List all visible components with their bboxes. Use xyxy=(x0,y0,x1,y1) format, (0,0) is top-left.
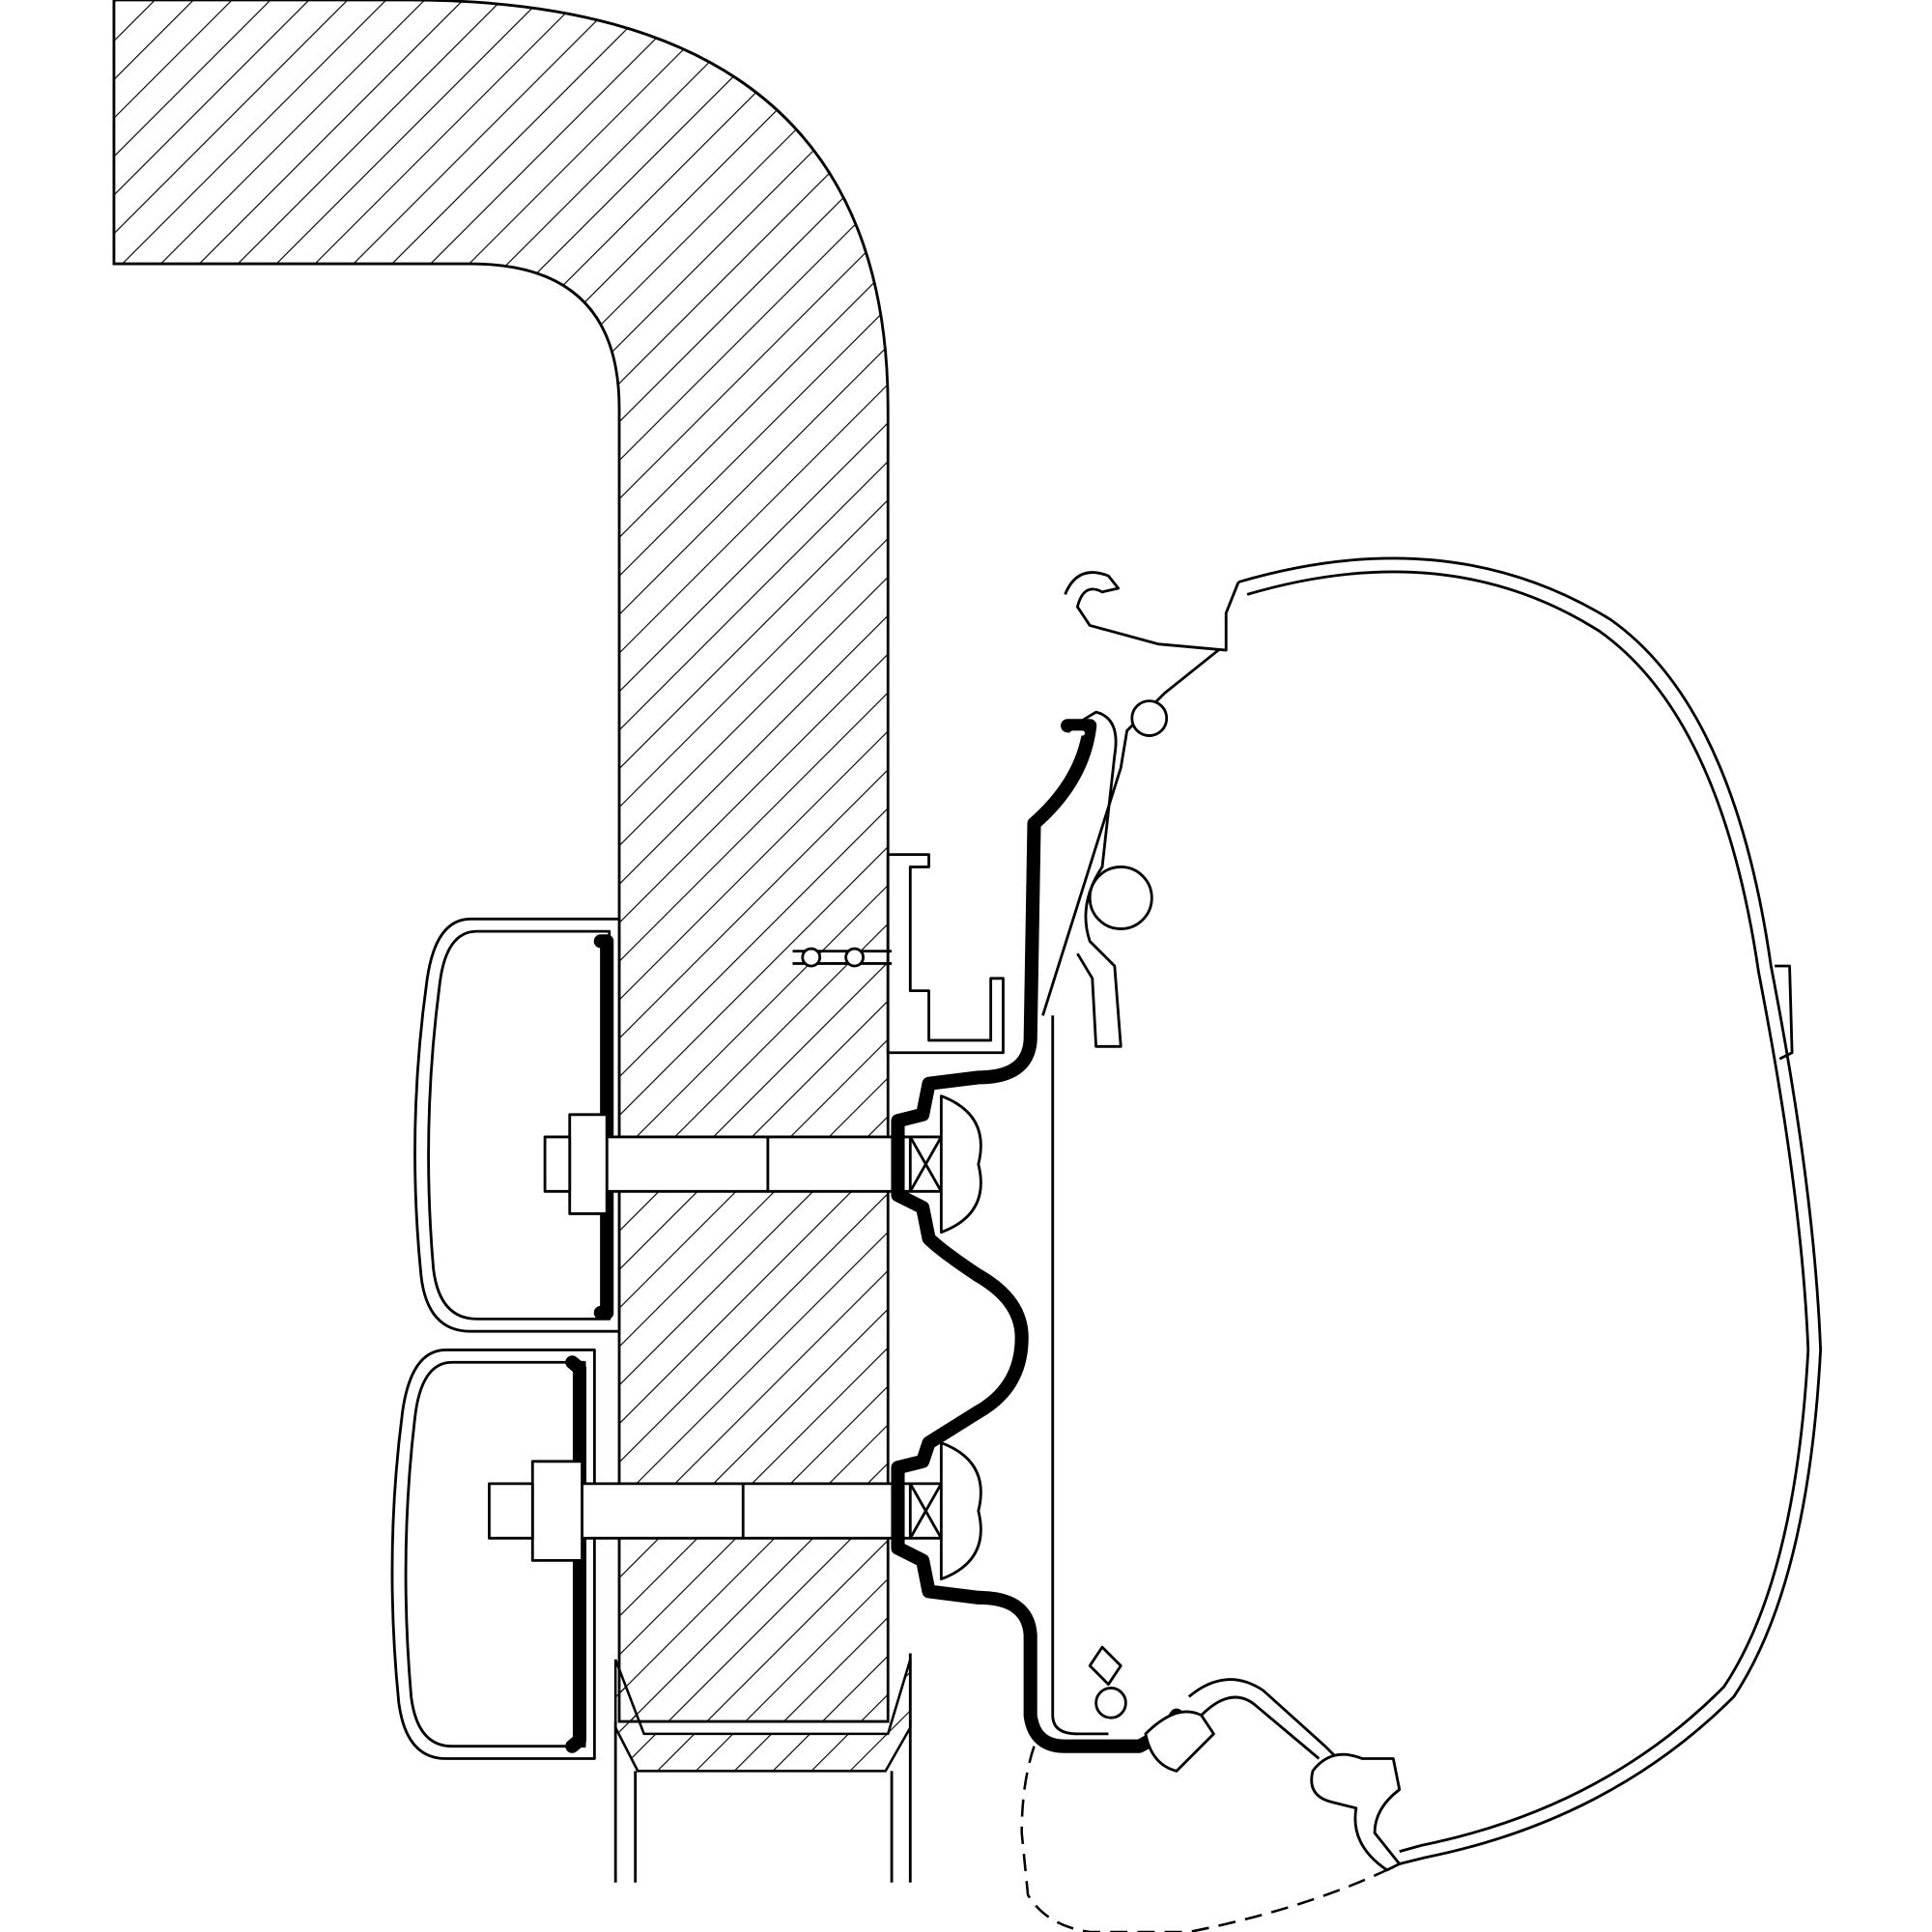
adapter-bracket xyxy=(891,719,1183,1753)
wall-rail xyxy=(792,853,1005,1055)
wall-section xyxy=(112,0,890,1723)
lower-clip xyxy=(1088,1645,1402,1872)
dashed-outline xyxy=(1020,1746,1401,1932)
awning-mount-rail xyxy=(1041,571,1240,1736)
lower-wall-profile xyxy=(613,1653,912,1883)
bolt-upper xyxy=(543,1094,982,1235)
awning-cassette xyxy=(1237,556,1823,1865)
